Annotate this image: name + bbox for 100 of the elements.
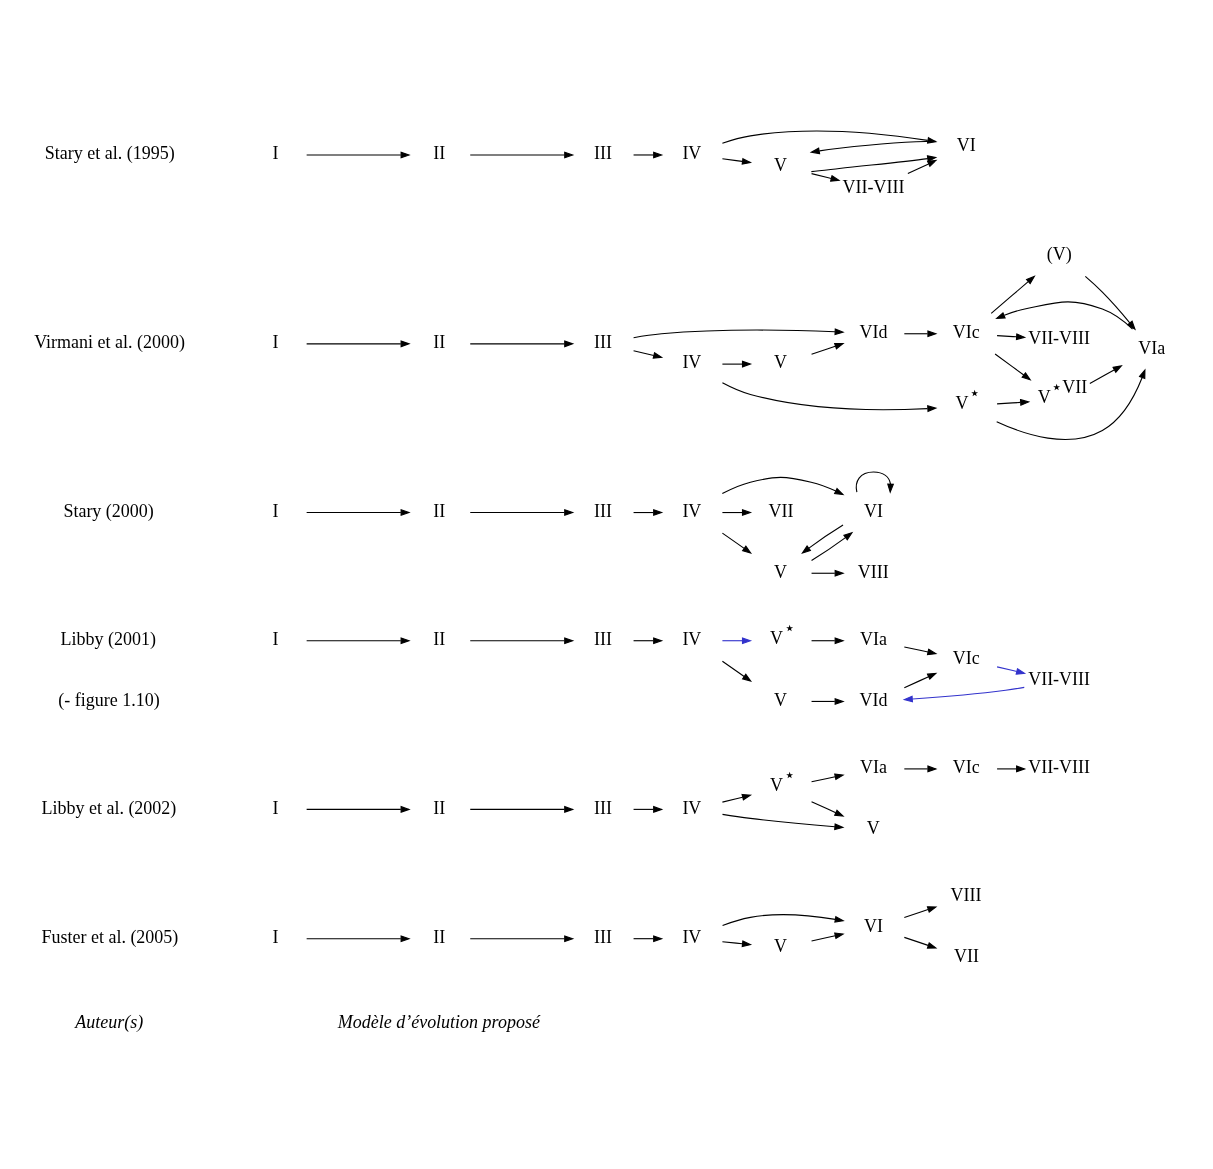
node-text: II xyxy=(433,926,446,947)
arrow xyxy=(721,637,753,645)
arrow xyxy=(633,637,664,645)
arrow xyxy=(469,805,575,813)
node-text: IV xyxy=(682,143,702,164)
arrow xyxy=(855,471,895,494)
arrow xyxy=(469,509,575,517)
arrow xyxy=(306,509,411,517)
arrow xyxy=(811,531,854,562)
arrow xyxy=(306,151,411,159)
arrow xyxy=(809,140,937,155)
node-text: I xyxy=(272,628,279,649)
arrow xyxy=(996,666,1027,675)
node-text: VIII xyxy=(950,885,982,906)
node-text: III xyxy=(594,926,613,947)
arrow xyxy=(903,672,938,689)
arrow xyxy=(633,328,845,339)
arrow xyxy=(633,935,664,943)
arrow xyxy=(902,686,1025,703)
node-text: V xyxy=(866,817,880,838)
arrow xyxy=(306,935,411,943)
arrow xyxy=(811,342,845,355)
arrow xyxy=(996,765,1027,773)
arrow xyxy=(907,159,938,174)
node-text: VId xyxy=(859,322,888,343)
node-text: VII-VIII xyxy=(1028,327,1091,348)
node-text: V xyxy=(774,561,788,582)
node-text: IV xyxy=(682,797,702,818)
node-text: V xyxy=(774,154,788,175)
node-text: VII-VIII xyxy=(1028,757,1091,778)
label: Stary (2000) xyxy=(63,500,154,521)
node-text: III xyxy=(594,143,613,164)
arrow xyxy=(811,773,845,783)
node-text: I xyxy=(272,500,279,521)
node-text: V xyxy=(774,352,788,373)
arrow xyxy=(469,340,575,348)
arrow xyxy=(721,940,753,948)
node-text: VII xyxy=(768,500,794,521)
node-text: VId xyxy=(859,689,888,710)
node-text: VII xyxy=(953,946,979,967)
arrow xyxy=(996,333,1027,341)
node-text: I xyxy=(272,797,279,818)
node-text: VIII xyxy=(857,561,889,582)
arrow xyxy=(721,532,753,554)
arrow xyxy=(306,637,411,645)
arrow xyxy=(1089,365,1123,385)
arrow xyxy=(995,301,1134,330)
node-text: III xyxy=(594,500,613,521)
label: Virmani et al. (2000) xyxy=(34,332,185,353)
node-text: II xyxy=(433,500,446,521)
node-text: III xyxy=(594,797,613,818)
arrow xyxy=(633,509,664,517)
arrow xyxy=(721,157,753,165)
arrow xyxy=(306,805,411,813)
node-text: II xyxy=(433,628,446,649)
arrow xyxy=(469,935,575,943)
node-text: VII-VIII xyxy=(842,176,905,197)
arrow xyxy=(469,151,575,159)
arrow xyxy=(811,801,845,817)
node-text: IV xyxy=(682,926,702,947)
arrow xyxy=(996,368,1146,440)
label: Modèle d’évolution proposé xyxy=(337,1012,540,1033)
arrow xyxy=(811,173,841,182)
arrow xyxy=(811,932,845,942)
arrow xyxy=(903,936,938,949)
arrow xyxy=(306,340,411,348)
arrow xyxy=(721,509,753,517)
arrow xyxy=(469,637,575,645)
arrow xyxy=(996,398,1031,406)
node-text: II xyxy=(433,143,446,164)
node-text: III xyxy=(594,628,613,649)
node-text: VI xyxy=(863,915,883,936)
node-text: VI xyxy=(863,500,883,521)
node-text: III xyxy=(594,332,613,353)
node-text: VIa xyxy=(860,628,888,649)
node-text: VIc xyxy=(952,757,980,778)
arrow xyxy=(990,275,1036,314)
node-text: IV xyxy=(682,500,702,521)
node-text: VII-VIII xyxy=(1028,669,1091,690)
node-text: II xyxy=(433,797,446,818)
node-text: VIa xyxy=(860,757,888,778)
node-text: VIc xyxy=(952,322,980,343)
node-text: VIc xyxy=(952,648,980,669)
arrow xyxy=(903,330,938,338)
arrow xyxy=(721,360,753,368)
arrow xyxy=(801,524,844,555)
label: (- figure 1.10) xyxy=(58,689,160,710)
arrow xyxy=(721,382,938,413)
arrow xyxy=(633,805,664,813)
arrow xyxy=(810,155,938,173)
node-text: IV xyxy=(682,628,702,649)
arrow xyxy=(811,697,845,705)
arrow xyxy=(903,906,938,919)
arrow xyxy=(721,476,845,496)
label: Libby (2001) xyxy=(60,628,156,649)
node-text: I xyxy=(272,926,279,947)
node-text: (V) xyxy=(1046,244,1072,265)
arrow xyxy=(633,151,664,159)
node-text: II xyxy=(433,332,446,353)
arrow xyxy=(721,793,753,803)
